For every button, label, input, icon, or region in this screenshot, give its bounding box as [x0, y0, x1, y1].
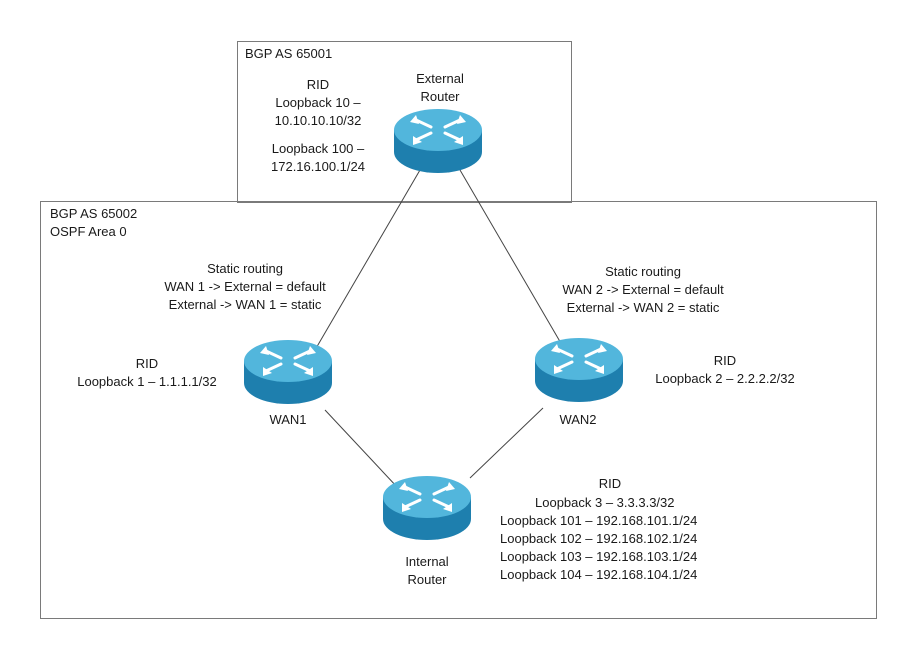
- external-rid-label: RID: [306, 77, 330, 92]
- internal-loopback-103: Loopback 103 – 192.168.103.1/24: [500, 549, 698, 564]
- external-router-name-line2: Router: [420, 89, 460, 104]
- wan2-static-routing-block: Static routing WAN 2 -> External = defau…: [548, 263, 738, 317]
- internal-loopback-104: Loopback 104 – 192.168.104.1/24: [500, 567, 698, 582]
- link-external-wan2: [459, 169, 563, 346]
- internal-router-name-line2: Router: [407, 572, 447, 587]
- loopback100-label: Loopback 100 –: [271, 141, 365, 156]
- wan1-router-icon[interactable]: [242, 338, 334, 408]
- wan2-rid-label: RID: [713, 353, 737, 368]
- external-router-name-line1: External: [416, 71, 464, 86]
- loopback100-address: 172.16.100.1/24: [271, 159, 365, 174]
- internal-router-icon[interactable]: [381, 474, 473, 544]
- internal-rid-label: RID: [598, 476, 622, 491]
- external-router-rid-block: RID Loopback 10 – 10.10.10.10/32 Loopbac…: [250, 76, 386, 176]
- wan2-router-icon[interactable]: [533, 336, 625, 406]
- wan1-static-line2: External -> WAN 1 = static: [168, 297, 322, 312]
- internal-router-name: Internal Router: [397, 553, 457, 589]
- as65002-title-line1: BGP AS 65002: [50, 206, 138, 221]
- wan2-static-line1: WAN 2 -> External = default: [562, 282, 724, 297]
- as65002-title: BGP AS 65002 OSPF Area 0: [50, 205, 137, 241]
- loopback10-address: 10.10.10.10/32: [274, 113, 362, 128]
- internal-loopback-3: Loopback 3 – 3.3.3.3/32: [535, 495, 675, 510]
- wan1-rid-label: RID: [135, 356, 159, 371]
- internal-loopback-102: Loopback 102 – 192.168.102.1/24: [500, 531, 698, 546]
- external-router-icon[interactable]: [392, 107, 484, 177]
- wan1-router-name: WAN1: [269, 412, 307, 427]
- internal-loopback-101: Loopback 101 – 192.168.101.1/24: [500, 513, 698, 528]
- loopback10-label: Loopback 10 –: [275, 95, 361, 110]
- wan1-static-routing-block: Static routing WAN 1 -> External = defau…: [150, 260, 340, 314]
- wan2-rid-block: RID Loopback 2 – 2.2.2.2/32: [645, 352, 805, 388]
- link-wan2-internal: [469, 407, 544, 479]
- wan1-static-line1: WAN 1 -> External = default: [164, 279, 326, 294]
- bgp-as-65002-box: [40, 201, 877, 619]
- wan2-router-name: WAN2: [559, 412, 597, 427]
- internal-router-name-line1: Internal: [405, 554, 449, 569]
- wan2-rid-value: Loopback 2 – 2.2.2.2/32: [655, 371, 795, 386]
- external-router-name: External Router: [400, 70, 480, 106]
- link-wan1-internal: [324, 409, 399, 489]
- internal-loopback-list: Loopback 3 – 3.3.3.3/32 Loopback 101 – 1…: [500, 494, 697, 584]
- wan1-rid-value: Loopback 1 – 1.1.1.1/32: [77, 374, 217, 389]
- link-external-wan1: [314, 169, 421, 351]
- as65001-title: BGP AS 65001: [245, 46, 333, 61]
- wan2-static-line2: External -> WAN 2 = static: [566, 300, 720, 315]
- as65002-area-label: OSPF Area 0: [50, 224, 127, 239]
- wan1-static-title: Static routing: [207, 261, 283, 276]
- wan1-rid-block: RID Loopback 1 – 1.1.1.1/32: [62, 355, 232, 391]
- wan2-static-title: Static routing: [605, 264, 681, 279]
- bgp-as-65001-box: [237, 41, 572, 203]
